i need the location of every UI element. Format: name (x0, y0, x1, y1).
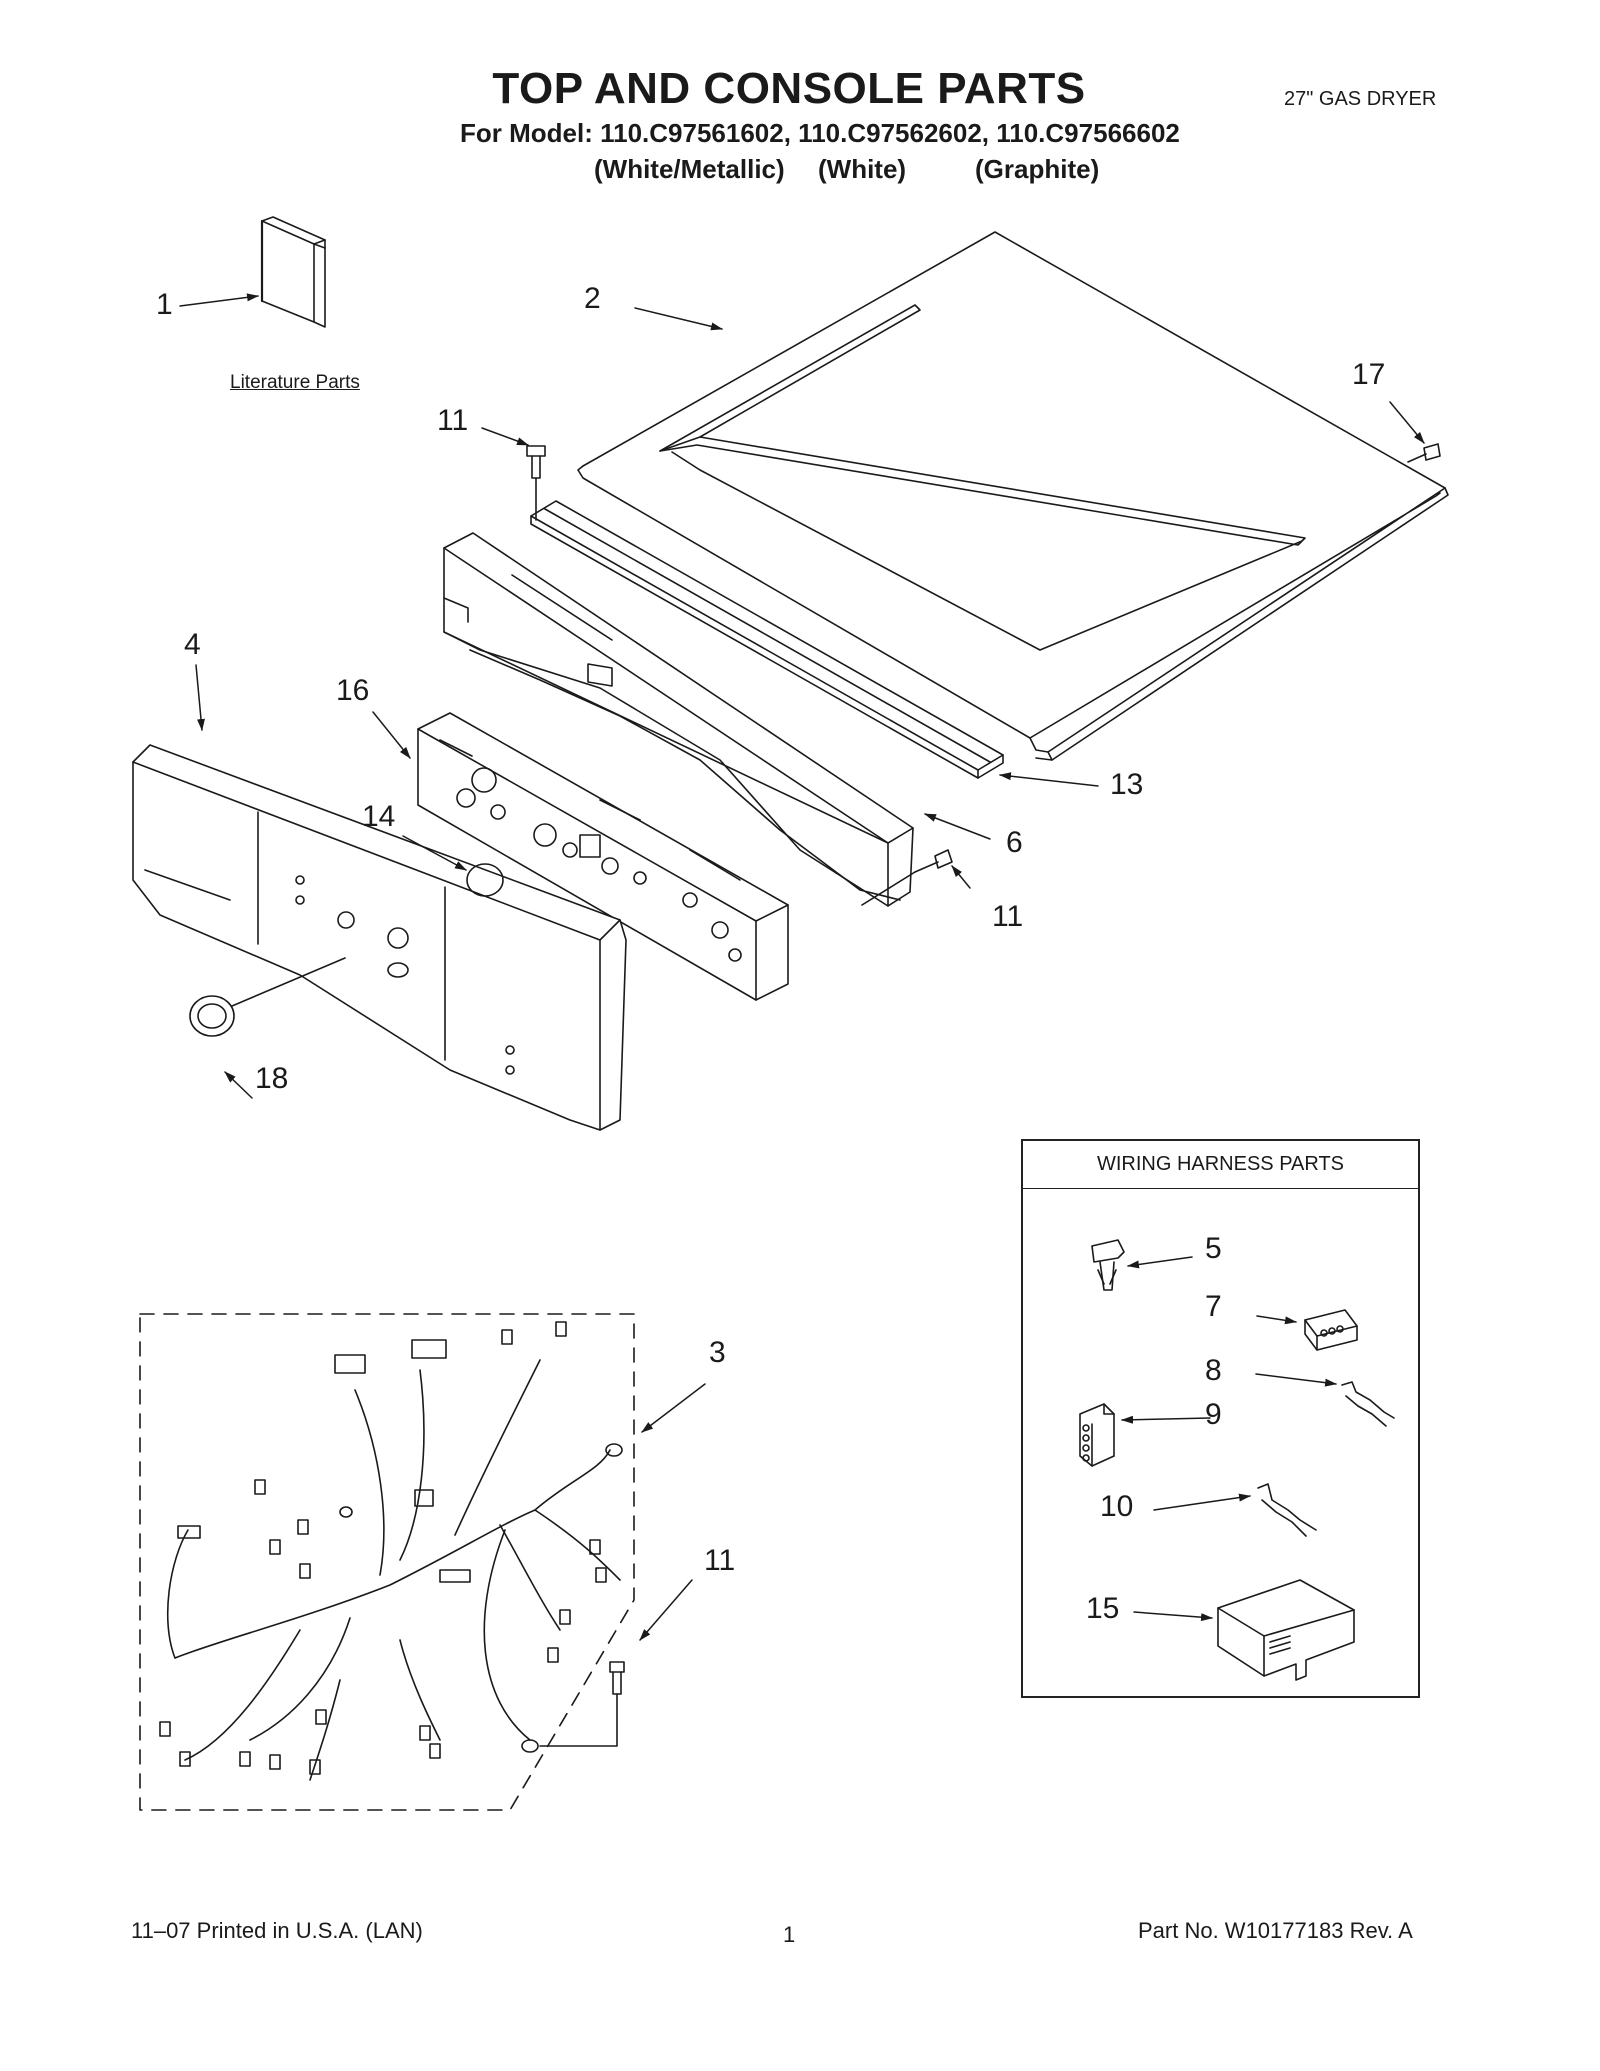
callout-4: 4 (184, 628, 201, 661)
knob-shaft-line (231, 957, 346, 1007)
connector-housing-part-7 (1304, 1309, 1358, 1351)
appliance-type: 27" GAS DRYER (1284, 88, 1437, 110)
callout-17: 17 (1352, 358, 1386, 391)
screw-part-11-top (526, 445, 546, 521)
callout-leader-arrows (179, 293, 1425, 1641)
top-panel-part (577, 231, 1449, 761)
console-brace-part (443, 532, 914, 907)
page-number: 1 (783, 1922, 796, 1947)
callout-14: 14 (362, 800, 396, 833)
control-board-part (417, 712, 789, 1001)
callout-9: 9 (1205, 1398, 1222, 1431)
model-numbers: For Model: 110.C97561602, 110.C97562602,… (460, 118, 1180, 148)
callout-1: 1 (156, 288, 173, 321)
wiring-harness-parts-title: WIRING HARNESS PARTS (1023, 1141, 1418, 1189)
wiring-harness-parts-box: WIRING HARNESS PARTS (1021, 1139, 1420, 1698)
screw-part-11-harness (539, 1661, 625, 1747)
part-number: Part No. W10177183 Rev. A (1138, 1918, 1413, 1943)
callout-16: 16 (336, 674, 370, 707)
callout-6: 6 (1006, 826, 1023, 859)
knob-part (466, 863, 504, 897)
screw-part-17 (1407, 443, 1441, 463)
top-bracket-rail-part (530, 500, 1004, 779)
callout-3: 3 (709, 1336, 726, 1369)
knob-cap-part (189, 995, 235, 1037)
variant-graphite: (Graphite) (975, 154, 1100, 184)
callout-11-top: 11 (437, 404, 469, 437)
terminal-part-10 (1257, 1483, 1317, 1537)
callout-10: 10 (1100, 1490, 1134, 1523)
wiring-harness-part (159, 1321, 623, 1781)
terminal-part-8 (1341, 1381, 1395, 1427)
page-title: TOP AND CONSOLE PARTS (492, 64, 1086, 113)
callout-2: 2 (584, 282, 601, 315)
callout-15: 15 (1086, 1592, 1120, 1625)
variant-white: (White) (818, 154, 907, 184)
terminal-block-part-15 (1217, 1579, 1355, 1681)
screw-part-11-right (861, 849, 953, 906)
footer-print-info: 11–07 Printed in U.S.A. (LAN) (131, 1918, 423, 1943)
callout-11-harness: 11 (704, 1544, 736, 1577)
push-clip-part-5 (1091, 1239, 1125, 1291)
callout-8: 8 (1205, 1354, 1222, 1387)
literature-parts-label: Literature Parts (230, 372, 360, 393)
callout-13: 13 (1110, 768, 1144, 801)
callout-18: 18 (255, 1062, 289, 1095)
connector-part-9 (1079, 1403, 1115, 1467)
literature-booklet-part (260, 216, 326, 328)
callout-11-right: 11 (992, 900, 1024, 933)
variant-white-metallic: (White/Metallic) (594, 154, 785, 184)
callout-5: 5 (1205, 1232, 1222, 1265)
console-panel-part (132, 744, 627, 1131)
harness-dashed-enclosure (139, 1313, 635, 1811)
callout-7: 7 (1205, 1290, 1222, 1323)
